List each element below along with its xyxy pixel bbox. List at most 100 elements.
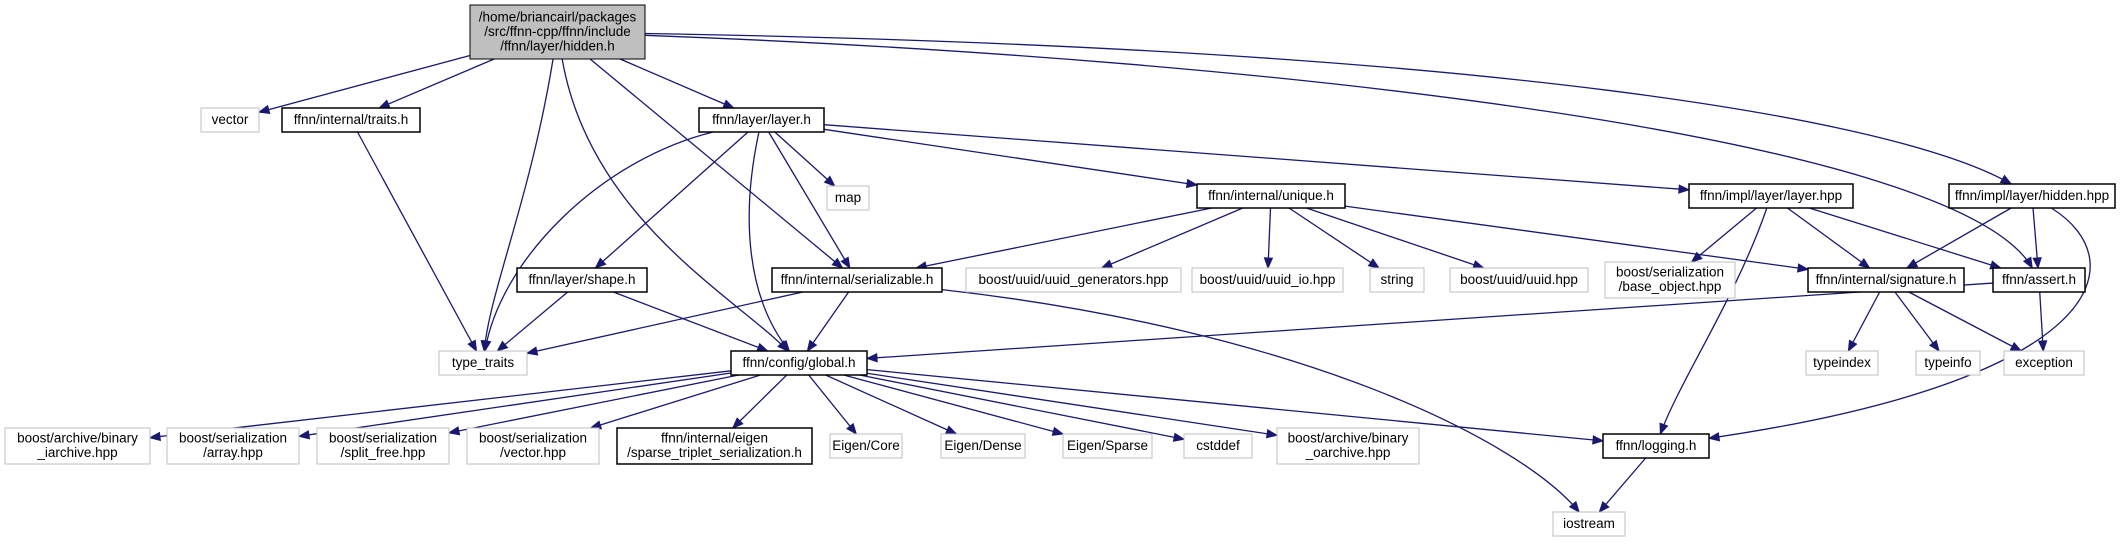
edge-global_h-to-ser_split bbox=[447, 374, 739, 436]
edge-line bbox=[916, 207, 1212, 269]
edge-line bbox=[866, 282, 1994, 360]
edge-impl_layer_hpp-to-base_object bbox=[1690, 207, 1757, 263]
node-serializable-h[interactable]: ffnn/internal/serializable.h bbox=[771, 267, 943, 293]
edge-line bbox=[526, 291, 804, 354]
edge-shape_h-to-type_traits bbox=[496, 291, 569, 352]
node-assert-h[interactable]: ffnn/assert.h bbox=[1992, 267, 2086, 293]
edge-root-to-hidden_hpp bbox=[644, 32, 2013, 185]
node-impl-layer-hpp[interactable]: ffnn/impl/layer/layer.hpp bbox=[1688, 183, 1854, 209]
node-signature-h[interactable]: ffnn/internal/signature.h bbox=[1807, 267, 1965, 293]
node-box bbox=[940, 433, 1026, 459]
node-label-line: ffnn/internal/eigen bbox=[661, 431, 768, 446]
edge-impl_layer_hpp-to-signature_h bbox=[1787, 207, 1871, 269]
edge-root-to-assert_h bbox=[644, 34, 2033, 270]
node-label-line: /vector.hpp bbox=[500, 445, 566, 460]
arrowhead bbox=[467, 339, 478, 353]
edge-line bbox=[866, 372, 1278, 436]
edge-traits-to-type_traits bbox=[356, 131, 478, 353]
node-label-line: /home/briancairl/packages bbox=[479, 9, 637, 24]
arrowhead bbox=[2022, 256, 2033, 270]
arrowhead bbox=[1367, 258, 1381, 269]
node-unique-h[interactable]: ffnn/internal/unique.h bbox=[1196, 183, 1346, 209]
edge-line bbox=[1306, 207, 1484, 269]
edge-layer_h-to-map bbox=[774, 131, 836, 187]
node-label-line: boost/archive/binary bbox=[1288, 431, 1409, 446]
edge-assert_h-to-global_h bbox=[865, 282, 1994, 363]
arrowhead bbox=[1263, 257, 1274, 270]
edge-impl_layer_hpp-to-logging_h bbox=[1659, 207, 1768, 436]
arrowhead bbox=[840, 256, 851, 270]
edge-line bbox=[1809, 207, 2001, 269]
node-box bbox=[438, 350, 528, 376]
node-label-line: Eigen/Dense bbox=[944, 438, 1021, 453]
node-box bbox=[1062, 433, 1153, 459]
arrowhead bbox=[778, 339, 791, 353]
node-box bbox=[281, 107, 421, 133]
node-root[interactable]: /home/briancairl/packages/src/ffnn-cpp/f… bbox=[469, 4, 646, 60]
node-box bbox=[2003, 350, 2085, 376]
edge-global_h-to-eigen_sparse_ser bbox=[731, 374, 788, 429]
edge-line bbox=[590, 374, 761, 429]
node-type-traits: type_traits bbox=[438, 350, 528, 376]
edge-line bbox=[1691, 207, 1757, 263]
edge-global_h-to-eigen_core bbox=[808, 374, 858, 436]
node-box bbox=[316, 427, 450, 465]
node-label-line: boost/uuid/uuid_io.hpp bbox=[1200, 272, 1336, 287]
edge-line bbox=[748, 131, 790, 352]
edge-line bbox=[866, 368, 1604, 442]
arrowhead bbox=[1690, 251, 1703, 263]
arrowhead bbox=[756, 342, 769, 352]
edge-root-to-vector bbox=[257, 54, 471, 115]
arrowhead bbox=[1568, 500, 1580, 514]
node-label-line: ffnn/logging.h bbox=[1616, 438, 1697, 453]
edge-line bbox=[732, 374, 788, 429]
node-hidden-hpp[interactable]: ffnn/impl/layer/hidden.hpp bbox=[1948, 183, 2116, 209]
node-logging-h[interactable]: ffnn/logging.h bbox=[1602, 433, 1710, 459]
edge-line bbox=[1344, 205, 1809, 270]
node-box bbox=[730, 350, 868, 376]
edge-line bbox=[298, 372, 732, 437]
node-label-line: string bbox=[1380, 272, 1413, 287]
edge-global_h-to-ser_vector bbox=[589, 374, 761, 430]
edge-assert_h-to-exception bbox=[2037, 291, 2048, 353]
edge-impl_layer_hpp-to-assert_h bbox=[1809, 207, 2002, 270]
arrowhead bbox=[722, 99, 735, 109]
arrowhead bbox=[447, 426, 461, 436]
edge-unique_h-to-string bbox=[1288, 207, 1381, 269]
edge-line bbox=[1708, 207, 2091, 439]
edge-signature_h-to-typeindex bbox=[1847, 291, 1881, 353]
edge-unique_h-to-serializable_h bbox=[914, 207, 1212, 271]
edge-line bbox=[825, 374, 957, 435]
node-box bbox=[1602, 433, 1710, 459]
node-label-line: Eigen/Sparse bbox=[1067, 438, 1148, 453]
edge-line bbox=[496, 291, 569, 352]
node-shape-h[interactable]: ffnn/layer/shape.h bbox=[516, 267, 648, 293]
edge-line bbox=[483, 58, 554, 352]
node-box bbox=[698, 107, 825, 133]
node-box bbox=[1276, 427, 1420, 465]
node-ser-array: boost/serialization/array.hpp bbox=[166, 427, 300, 465]
arrowhead bbox=[2032, 257, 2042, 270]
node-ser-split: boost/serialization/split_free.hpp bbox=[316, 427, 450, 465]
node-box bbox=[466, 427, 600, 465]
node-label-line: ffnn/internal/serializable.h bbox=[781, 272, 934, 287]
node-label-line: ffnn/internal/signature.h bbox=[1816, 272, 1957, 287]
node-eigen-sparse-ser[interactable]: ffnn/internal/eigen/sparse_triplet_seria… bbox=[616, 427, 813, 465]
arrowhead bbox=[2037, 340, 2048, 353]
node-label-line: boost/uuid/uuid.hpp bbox=[1460, 272, 1578, 287]
node-base-object: boost/serialization/base_object.hpp bbox=[1604, 261, 1736, 299]
node-global-h[interactable]: ffnn/config/global.h bbox=[730, 350, 868, 376]
node-layer-h[interactable]: ffnn/layer/layer.h bbox=[698, 107, 825, 133]
node-box bbox=[1369, 267, 1425, 293]
node-label-line: iostream bbox=[1563, 516, 1615, 531]
arrowhead bbox=[1707, 432, 1721, 442]
arrowhead bbox=[865, 353, 878, 363]
edge-line bbox=[774, 131, 836, 187]
node-label-line: boost/serialization bbox=[479, 431, 587, 446]
node-box bbox=[829, 433, 903, 459]
edge-global_h-to-ser_array bbox=[297, 372, 732, 440]
edge-line bbox=[1659, 207, 1768, 435]
node-traits[interactable]: ffnn/internal/traits.h bbox=[281, 107, 421, 133]
node-typeinfo: typeinfo bbox=[1915, 350, 1981, 376]
arrowhead bbox=[806, 339, 818, 353]
